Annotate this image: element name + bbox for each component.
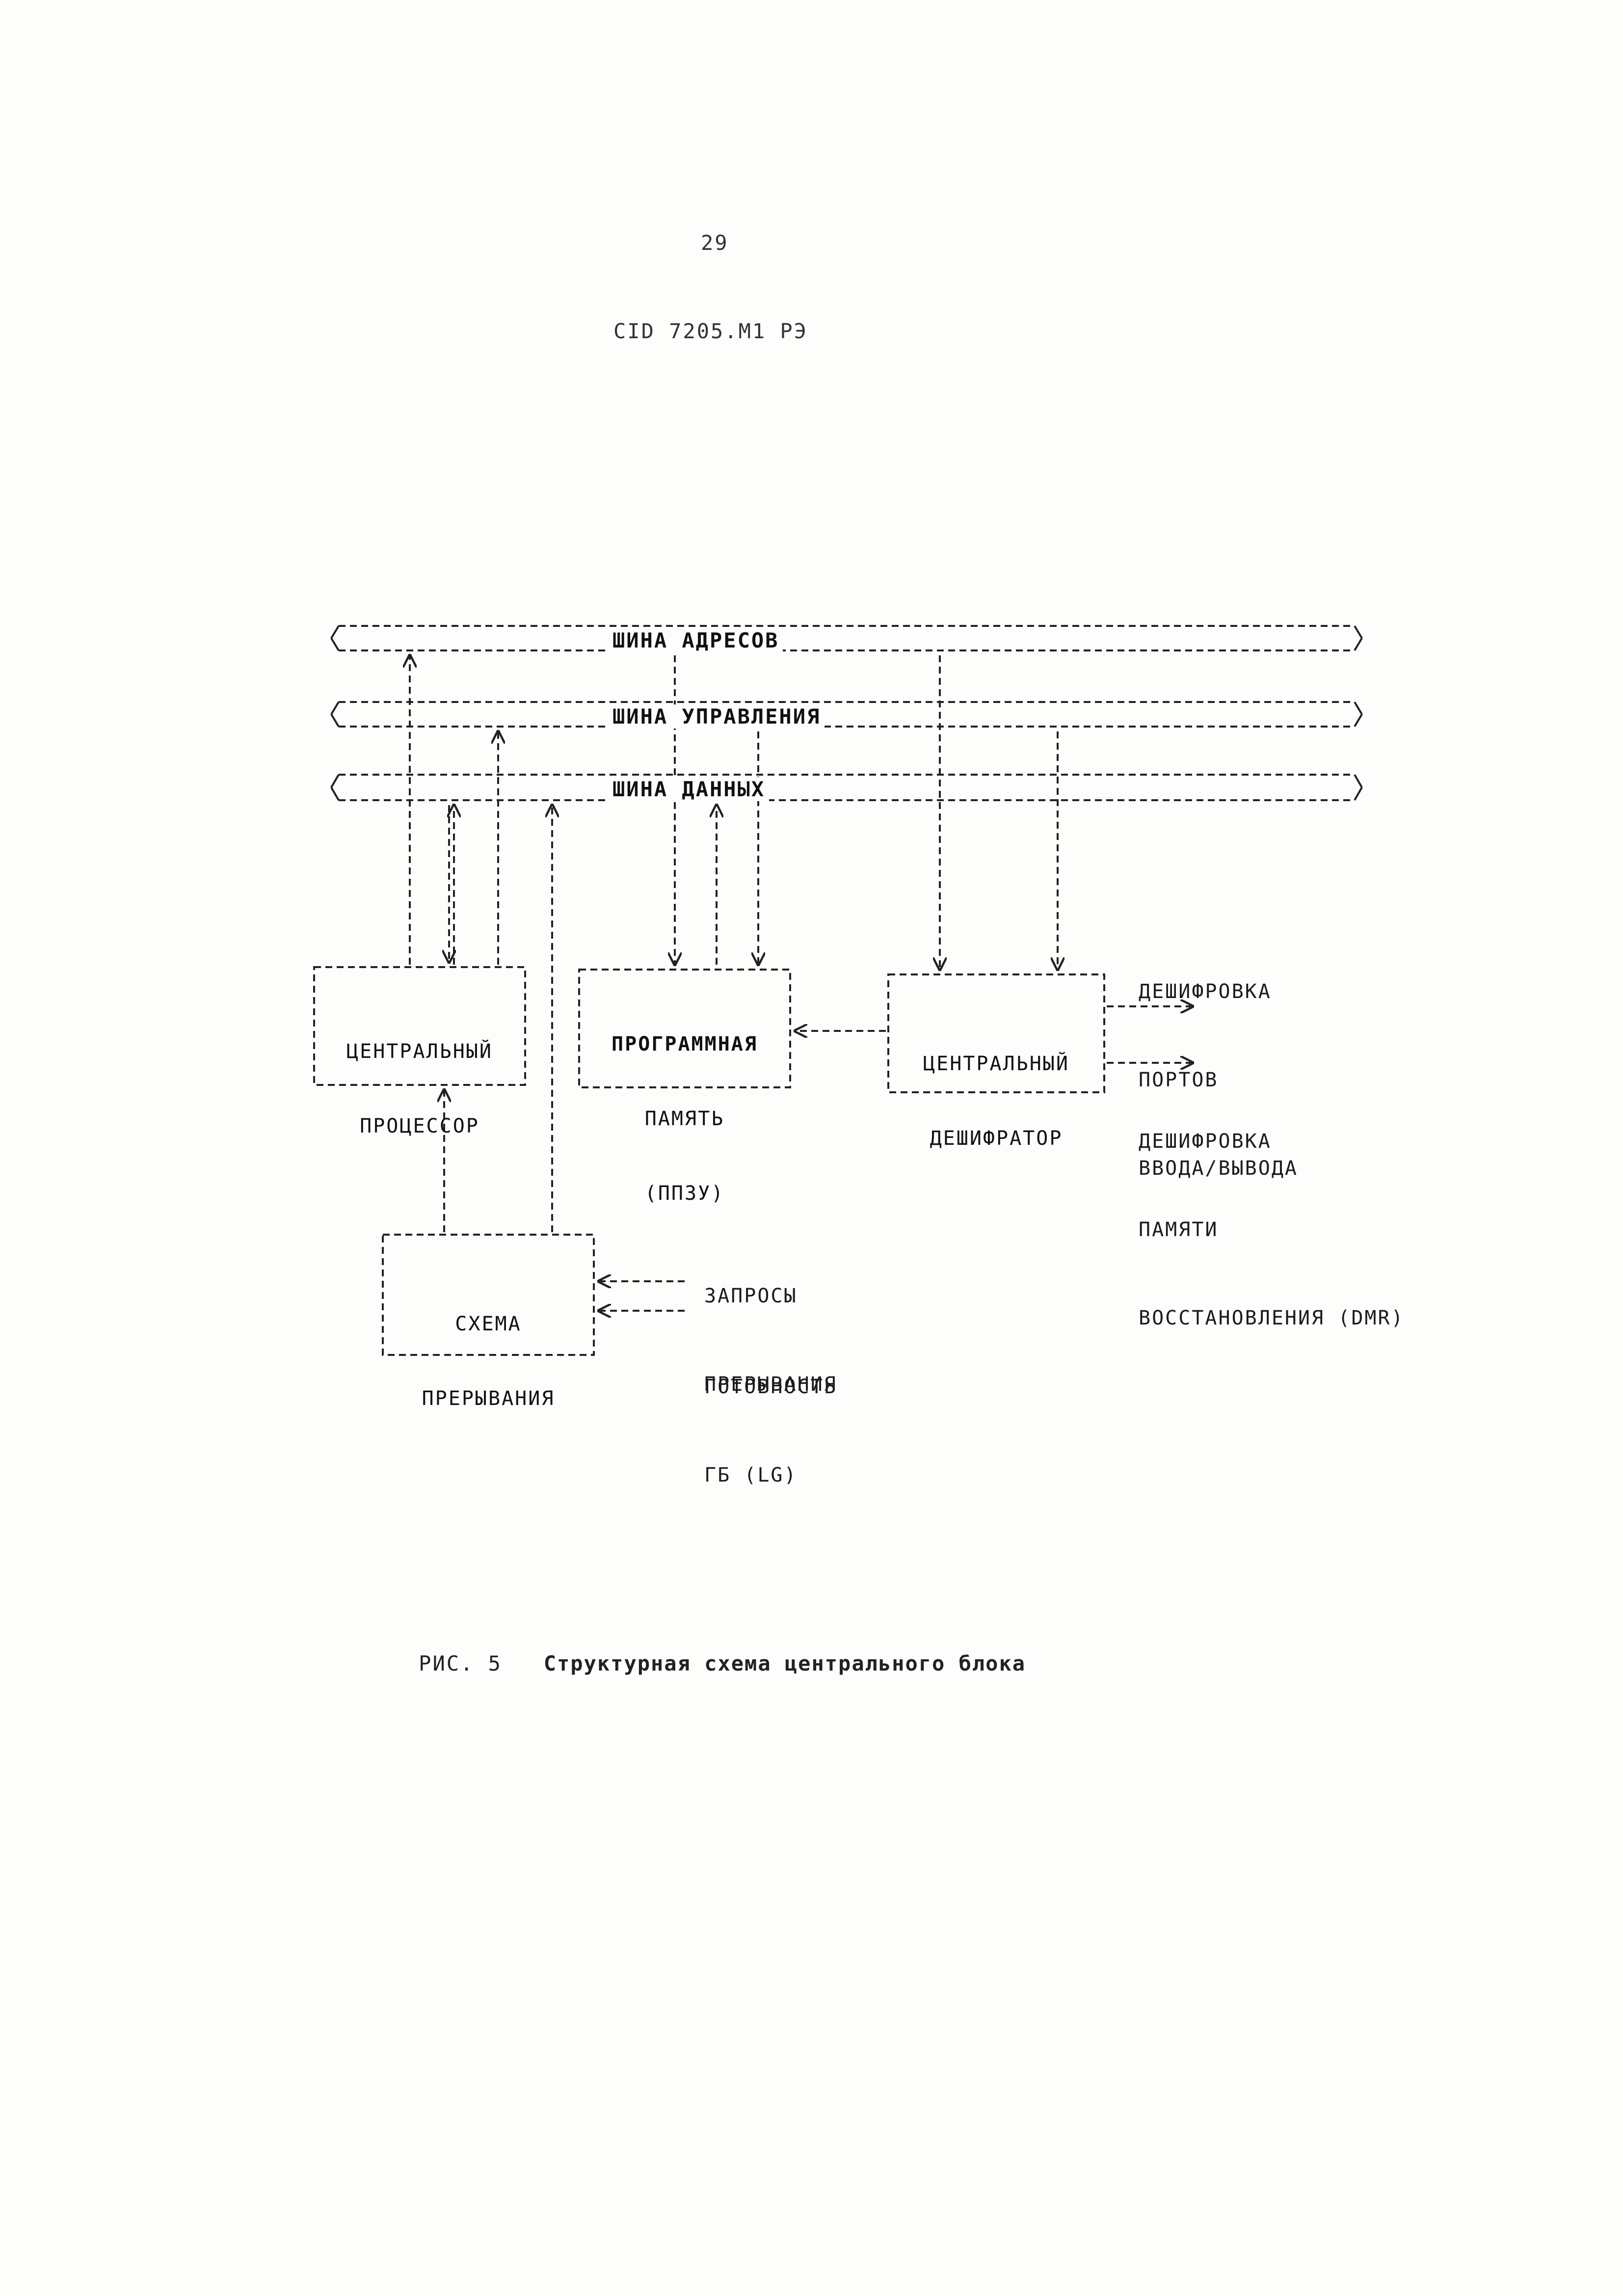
figure-title: Структурная схема центрального блока xyxy=(543,1651,1026,1675)
recovery-memory-decode-label: ДЕШИФРОВКА ПАМЯТИ ВОССТАНОВЛЕНИЯ (DMR) xyxy=(1139,1130,1405,1329)
interrupt-block-label: СХЕМА ПРЕРЫВАНИЯ xyxy=(422,1313,555,1410)
control-bus-label: ШИНА УПРАВЛЕНИЯ xyxy=(609,704,825,729)
figure-caption: РИС. 5 Структурная схема центрального бл… xyxy=(363,1627,1026,1700)
cpu-block-frame xyxy=(313,966,526,1086)
page-number: 29 xyxy=(701,231,729,255)
interrupt-block-frame xyxy=(382,1234,595,1356)
gb-ready-label: ГОТОВНОСТЬ ГБ (LG) xyxy=(704,1376,837,1486)
address-bus-label: ШИНА АДРЕСОВ xyxy=(609,628,783,652)
figure-number: РИС. 5 xyxy=(419,1651,502,1675)
program-memory-block-frame xyxy=(578,969,791,1088)
document-code: CID 7205.M1 РЭ xyxy=(613,319,808,343)
io-port-decode-label: ДЕШИФРОВКА ПОРТОВ ВВОДА/ВЫВОДА xyxy=(1139,980,1298,1180)
cpu-block-label: ЦЕНТРАЛЬНЫЙ ПРОЦЕССОР xyxy=(346,1040,493,1137)
data-bus-label: ШИНА ДАННЫХ xyxy=(609,777,770,801)
program-memory-block-label: ПРОГРАММНАЯ ПАМЯТЬ (ППЗУ) xyxy=(612,1033,758,1205)
central-decoder-block-frame xyxy=(887,973,1105,1093)
interrupt-requests-label: ЗАПРОСЫ ПРЕРЫВАНИЯ xyxy=(704,1285,837,1396)
central-decoder-block-label: ЦЕНТРАЛЬНЫЙ ДЕШИФРАТОР xyxy=(923,1053,1069,1150)
